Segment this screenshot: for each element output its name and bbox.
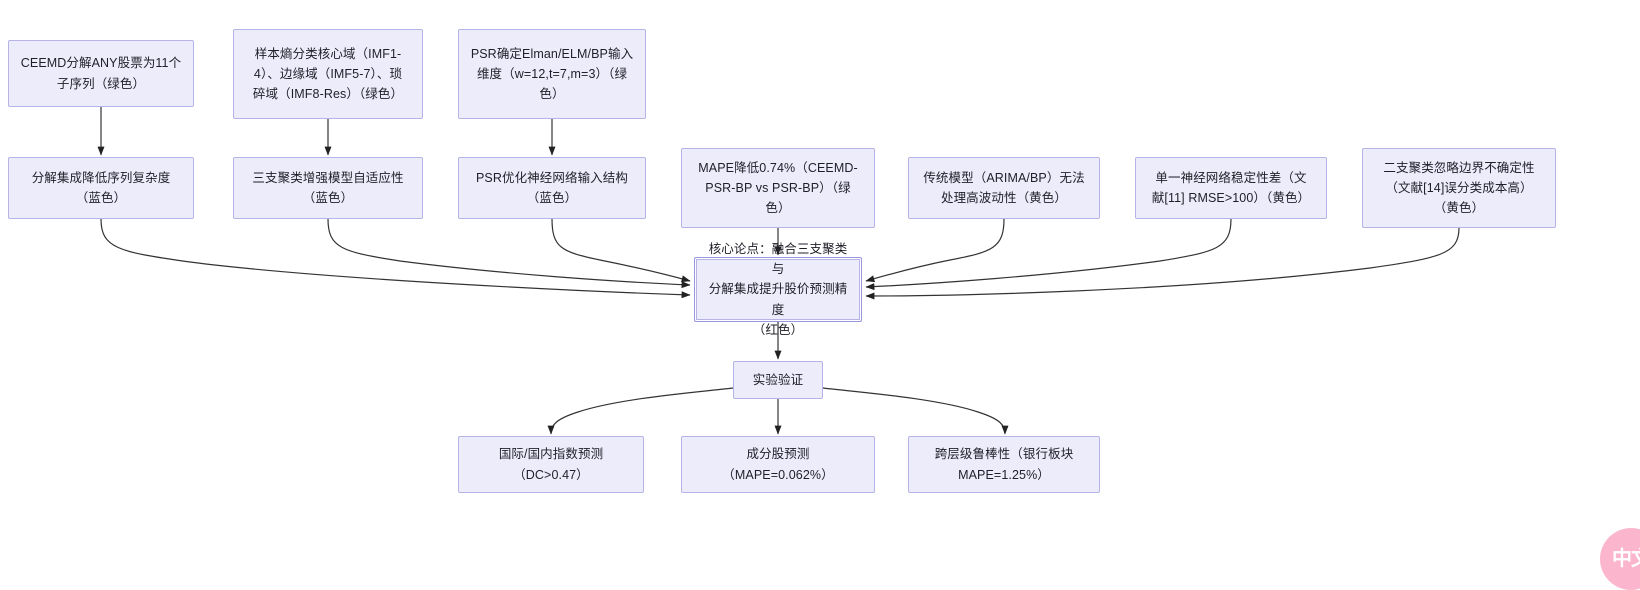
node-gap-twoway[interactable]: 二支聚类忽略边界不确定性 （文献[14]误分类成本高） （黄色） [1362,148,1556,228]
node-evidence-entropy[interactable]: 样本熵分类核心域（IMF1- 4）、边缘域（IMF5-7）、琐 碎域（IMF8-… [233,29,423,119]
node-result-index[interactable]: 国际/国内指数预测 （DC>0.47） [458,436,644,493]
node-gap-nn[interactable]: 单一神经网络稳定性差（文 献[11] RMSE>100）（黄色） [1135,157,1327,219]
node-result-stock[interactable]: 成分股预测 （MAPE=0.062%） [681,436,875,493]
node-label: 样本熵分类核心域（IMF1- 4）、边缘域（IMF5-7）、琐 碎域（IMF8-… [252,46,404,102]
node-label: PSR确定Elman/ELM/BP输入 维度（w=12,t=7,m=3）（绿 色… [470,46,634,102]
edge-cluster-to-core [327,218,691,289]
node-evidence-ceemd[interactable]: CEEMD分解ANY股票为11个 子序列（绿色） [8,40,194,107]
diagram-canvas: CEEMD分解ANY股票为11个 子序列（绿色） 样本熵分类核心域（IMF1- … [8,29,1640,590]
node-claim-cluster[interactable]: 三支聚类增强模型自适应性 （蓝色） [233,157,423,219]
node-experiment[interactable]: 实验验证 [733,361,823,399]
watermark-label: 中文 [1612,548,1640,570]
node-label: 核心论点：融合三支聚类与 分解集成提升股价预测精度 （红色） [708,241,848,337]
edge-experiment-to-index [547,387,734,435]
node-label: 实验验证 [752,372,804,387]
node-result-robust[interactable]: 跨层级鲁棒性（银行板块 MAPE=1.25%） [908,436,1100,493]
edge-nn-to-core [865,218,1232,291]
node-label: 二支聚类忽略边界不确定性 （文献[14]误分类成本高） （黄色） [1383,160,1535,216]
node-evidence-mape[interactable]: MAPE降低0.74%（CEEMD- PSR-BP vs PSR-BP）（绿 色… [681,148,875,228]
node-label: 国际/国内指数预测 （DC>0.47） [498,447,604,482]
node-label: 传统模型（ARIMA/BP）无法 处理高波动性（黄色） [923,170,1085,205]
node-core-thesis[interactable]: 核心论点：融合三支聚类与 分解集成提升股价预测精度 （红色） [694,242,862,337]
node-label: 成分股预测 （MAPE=0.062%） [722,447,834,482]
node-label: 分解集成降低序列复杂度 （蓝色） [31,170,171,205]
edge-twoway-to-core [865,227,1460,300]
watermark-badge: 中文 [1600,528,1640,590]
node-label: CEEMD分解ANY股票为11个 子序列（绿色） [20,56,182,91]
edge-experiment-to-robust [822,387,1009,435]
node-claim-psr[interactable]: PSR优化神经网络输入结构 （蓝色） [458,157,646,219]
node-label: 跨层级鲁棒性（银行板块 MAPE=1.25%） [934,447,1074,482]
edge-decomp-to-core [100,218,691,299]
node-evidence-psr[interactable]: PSR确定Elman/ELM/BP输入 维度（w=12,t=7,m=3）（绿 色… [458,29,646,119]
edge-arima-to-core [865,218,1005,283]
node-claim-decomp[interactable]: 分解集成降低序列复杂度 （蓝色） [8,157,194,219]
node-label: PSR优化神经网络输入结构 （蓝色） [475,170,628,205]
edge-psrclaim-to-core [551,218,691,283]
node-label: 单一神经网络稳定性差（文 献[11] RMSE>100）（黄色） [1151,170,1311,205]
node-label: MAPE降低0.74%（CEEMD- PSR-BP vs PSR-BP）（绿 色… [698,160,858,216]
node-label: 三支聚类增强模型自适应性 （蓝色） [252,170,404,205]
node-gap-arima[interactable]: 传统模型（ARIMA/BP）无法 处理高波动性（黄色） [908,157,1100,219]
